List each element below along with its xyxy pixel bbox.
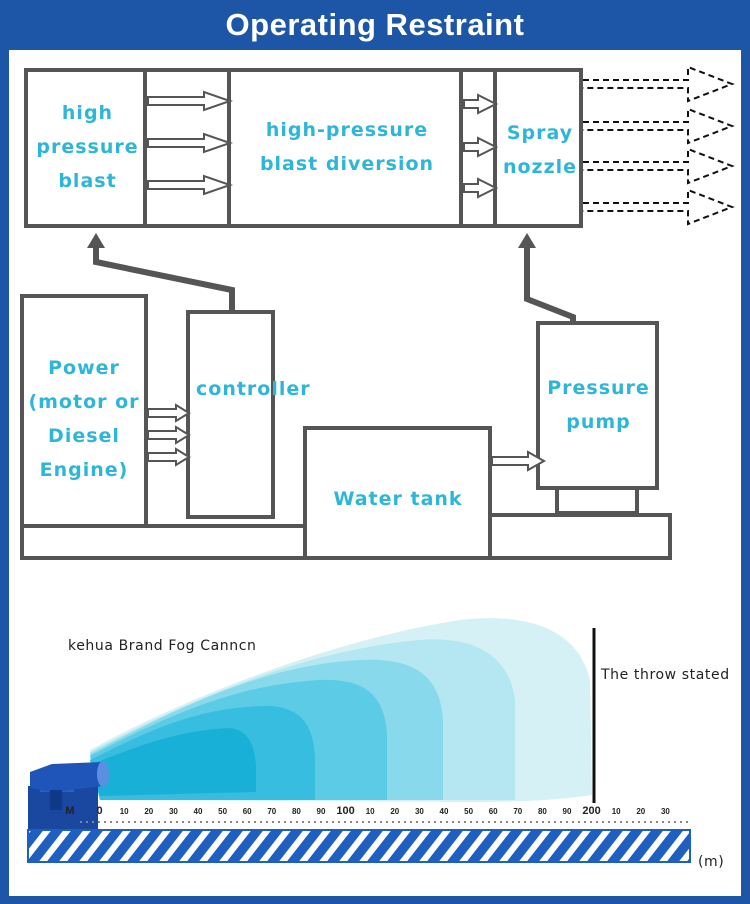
cannon-nozzle — [97, 761, 109, 787]
water-tank-label: Water tank — [333, 488, 463, 510]
scale-label: 0 — [97, 805, 103, 817]
brand-label: kehua Brand Fog Canncn — [68, 638, 257, 654]
blast-label-line-3: blast — [58, 170, 117, 192]
arrow-group-blast — [147, 90, 234, 196]
cannon-base — [28, 786, 98, 836]
scale-label: 80 — [538, 807, 547, 816]
hollow-arrow-2 — [147, 132, 234, 154]
scale-label: 10 — [612, 807, 621, 816]
scale-label: 10 — [120, 807, 129, 816]
base-left-1 — [20, 526, 305, 560]
pump-label-line-1: Pressure — [547, 377, 650, 399]
blast-label: high pressure blast — [30, 96, 145, 198]
dashed-arrow-3 — [583, 147, 735, 185]
scale-label: 40 — [440, 807, 449, 816]
scale-label: 100 — [336, 805, 354, 817]
scale-labels: M 0 10 20 30 40 50 60 70 80 90 100 10 20 30 40 50 60 70 80 9… — [65, 805, 670, 817]
scale-label: 50 — [218, 807, 227, 816]
dashed-arrow-1 — [583, 65, 735, 103]
hollow-arrow-9 — [147, 447, 191, 467]
power-label-line-4: Engine) — [39, 459, 129, 481]
base-right — [490, 513, 672, 560]
scale-label: 80 — [292, 807, 301, 816]
pump-label-line-2: pump — [566, 411, 631, 433]
hollow-arrow-3 — [147, 174, 234, 196]
unit-label: (m) — [698, 854, 725, 870]
spray-fan — [90, 618, 592, 802]
blast-label-line-2: pressure — [36, 136, 139, 158]
blast-label-line-1: high — [61, 102, 114, 124]
top-chain — [24, 68, 583, 228]
dashed-arrow-4 — [583, 188, 735, 226]
water-tank-box — [303, 426, 492, 560]
spray-output-arrows — [583, 65, 735, 226]
scale-label: 70 — [267, 807, 276, 816]
lower-machinery — [20, 294, 672, 560]
controller-label: controller — [196, 378, 311, 400]
arrow-group-diversion — [463, 93, 499, 199]
arrowhead-up-1 — [87, 233, 105, 248]
scale-label: 60 — [243, 807, 252, 816]
scale-label: 40 — [194, 807, 203, 816]
connectors — [93, 246, 576, 323]
scale-label: 50 — [464, 807, 473, 816]
scale-label: 20 — [390, 807, 399, 816]
hollow-arrow-7 — [147, 403, 191, 423]
dashed-arrow-2 — [583, 107, 735, 145]
scale-label: 90 — [563, 807, 572, 816]
throw-label: The throw stated — [601, 667, 730, 683]
diversion-label-line-1: high-pressure — [265, 119, 429, 141]
arrowhead-up-2 — [518, 233, 536, 248]
ground-outline — [27, 829, 691, 863]
scale-label: 30 — [415, 807, 424, 816]
scale-label: 60 — [489, 807, 498, 816]
nozzle-label: Spray nozzle — [498, 116, 582, 184]
cannon-barrel — [30, 762, 104, 792]
top-chain-outline — [24, 68, 583, 228]
scale-label: 20 — [636, 807, 645, 816]
ground-strip — [28, 830, 690, 862]
cannon-post — [50, 790, 62, 810]
controller-to-blast-line — [93, 246, 235, 312]
arrow-group-power — [147, 403, 547, 472]
scale-label: 90 — [317, 807, 326, 816]
pump-label: Pressure pump — [540, 371, 657, 439]
hollow-arrow-10 — [491, 450, 547, 472]
pump-to-nozzle-line — [524, 246, 576, 323]
spray-layer-6 — [90, 728, 256, 796]
nozzle-label-line-1: Spray — [506, 122, 574, 144]
scale-label: 30 — [661, 807, 670, 816]
hollow-arrow-1 — [147, 90, 234, 112]
scale-label: 30 — [169, 807, 178, 816]
power-box — [20, 294, 148, 528]
power-label-line-3: Diesel — [48, 425, 120, 447]
power-label-line-2: (motor or — [28, 391, 140, 413]
power-label-line-1: Power — [48, 357, 120, 379]
scale-label: 200 — [582, 805, 600, 817]
hollow-arrow-4 — [463, 93, 499, 115]
scale-label: 20 — [144, 807, 153, 816]
hollow-arrow-8 — [147, 425, 191, 445]
hollow-arrow-6 — [463, 177, 499, 199]
fog-cannon — [28, 761, 109, 836]
page-title: Operating Restraint — [225, 7, 525, 42]
scale-label: 70 — [513, 807, 522, 816]
nozzle-label-line-2: nozzle — [502, 156, 578, 178]
scale-label: M — [65, 805, 74, 817]
hollow-arrow-5 — [463, 136, 499, 158]
diversion-label-line-2: blast diversion — [259, 153, 435, 175]
scale-label: 10 — [366, 807, 375, 816]
diversion-label: high-pressure blast diversion — [232, 113, 462, 181]
power-label: Power (motor or Diesel Engine) — [24, 351, 144, 487]
